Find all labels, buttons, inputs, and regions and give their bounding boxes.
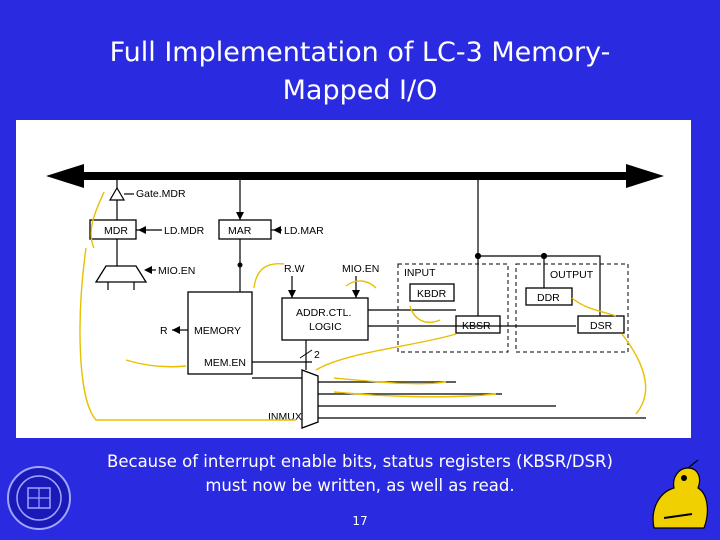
ddr-label: DDR <box>537 292 560 304</box>
dsr-label: DSR <box>590 320 613 332</box>
mio-en-left-label: MIO.EN <box>158 265 195 277</box>
inmux: INMUX <box>252 369 646 429</box>
lc3-io-diagram: Gate.MDR MDR LD.MDR MAR LD.MAR <box>16 120 691 438</box>
mem-en-label: MEM.EN <box>204 357 246 369</box>
title-line-2: Mapped I/O <box>282 75 438 106</box>
addr-ctl-label: ADDR.CTL. <box>296 307 351 319</box>
gate-mdr-label: Gate.MDR <box>136 188 186 200</box>
bus-taps <box>474 180 601 316</box>
caption-line-1: Because of interrupt enable bits, status… <box>107 452 613 471</box>
ld-mdr-label: LD.MDR <box>164 225 205 237</box>
handwritten-annotations <box>79 191 647 421</box>
kbsr-label: KBSR <box>462 320 491 332</box>
addr-ctl-logic: ADDR.CTL. LOGIC 2 <box>281 297 576 370</box>
mdr-register: MDR LD.MDR <box>89 219 205 240</box>
two-label: 2 <box>314 349 320 361</box>
caption-line-2: must now be written, as well as read. <box>205 476 515 495</box>
kbdr-label: KBDR <box>417 288 447 300</box>
title-line-1: Full Implementation of LC-3 Memory- <box>109 37 611 68</box>
slide-caption: Because of interrupt enable bits, status… <box>40 450 680 498</box>
mar-register: MAR LD.MAR <box>218 180 324 268</box>
gate-mdr-buffer: Gate.MDR <box>108 180 186 220</box>
input-device: INPUT KBDR KBSR <box>397 263 509 353</box>
system-bus <box>46 164 664 188</box>
output-label: OUTPUT <box>550 269 594 281</box>
slide-title: Full Implementation of LC-3 Memory- Mapp… <box>60 34 660 110</box>
r-label: R <box>160 325 168 337</box>
input-label: INPUT <box>404 267 436 279</box>
mdr-label: MDR <box>104 225 128 237</box>
memory-label: MEMORY <box>194 325 241 337</box>
mar-label: MAR <box>228 225 252 237</box>
page-number: 17 <box>352 514 368 528</box>
mio-en-top-label: MIO.EN <box>342 263 379 275</box>
diagram-svg: Gate.MDR MDR LD.MDR MAR LD.MAR <box>46 164 664 429</box>
memory-block: MEMORY R MEM.EN <box>160 265 312 375</box>
mascot-icon <box>652 459 708 529</box>
logic-label: LOGIC <box>309 321 342 333</box>
output-device: OUTPUT DDR DSR <box>515 263 629 353</box>
r-w-label: R.W <box>284 263 305 275</box>
inmux-label: INMUX <box>268 411 302 423</box>
ld-mar-label: LD.MAR <box>284 225 324 237</box>
mio-en-mux: MIO.EN <box>94 239 195 290</box>
university-seal-icon <box>7 466 71 530</box>
